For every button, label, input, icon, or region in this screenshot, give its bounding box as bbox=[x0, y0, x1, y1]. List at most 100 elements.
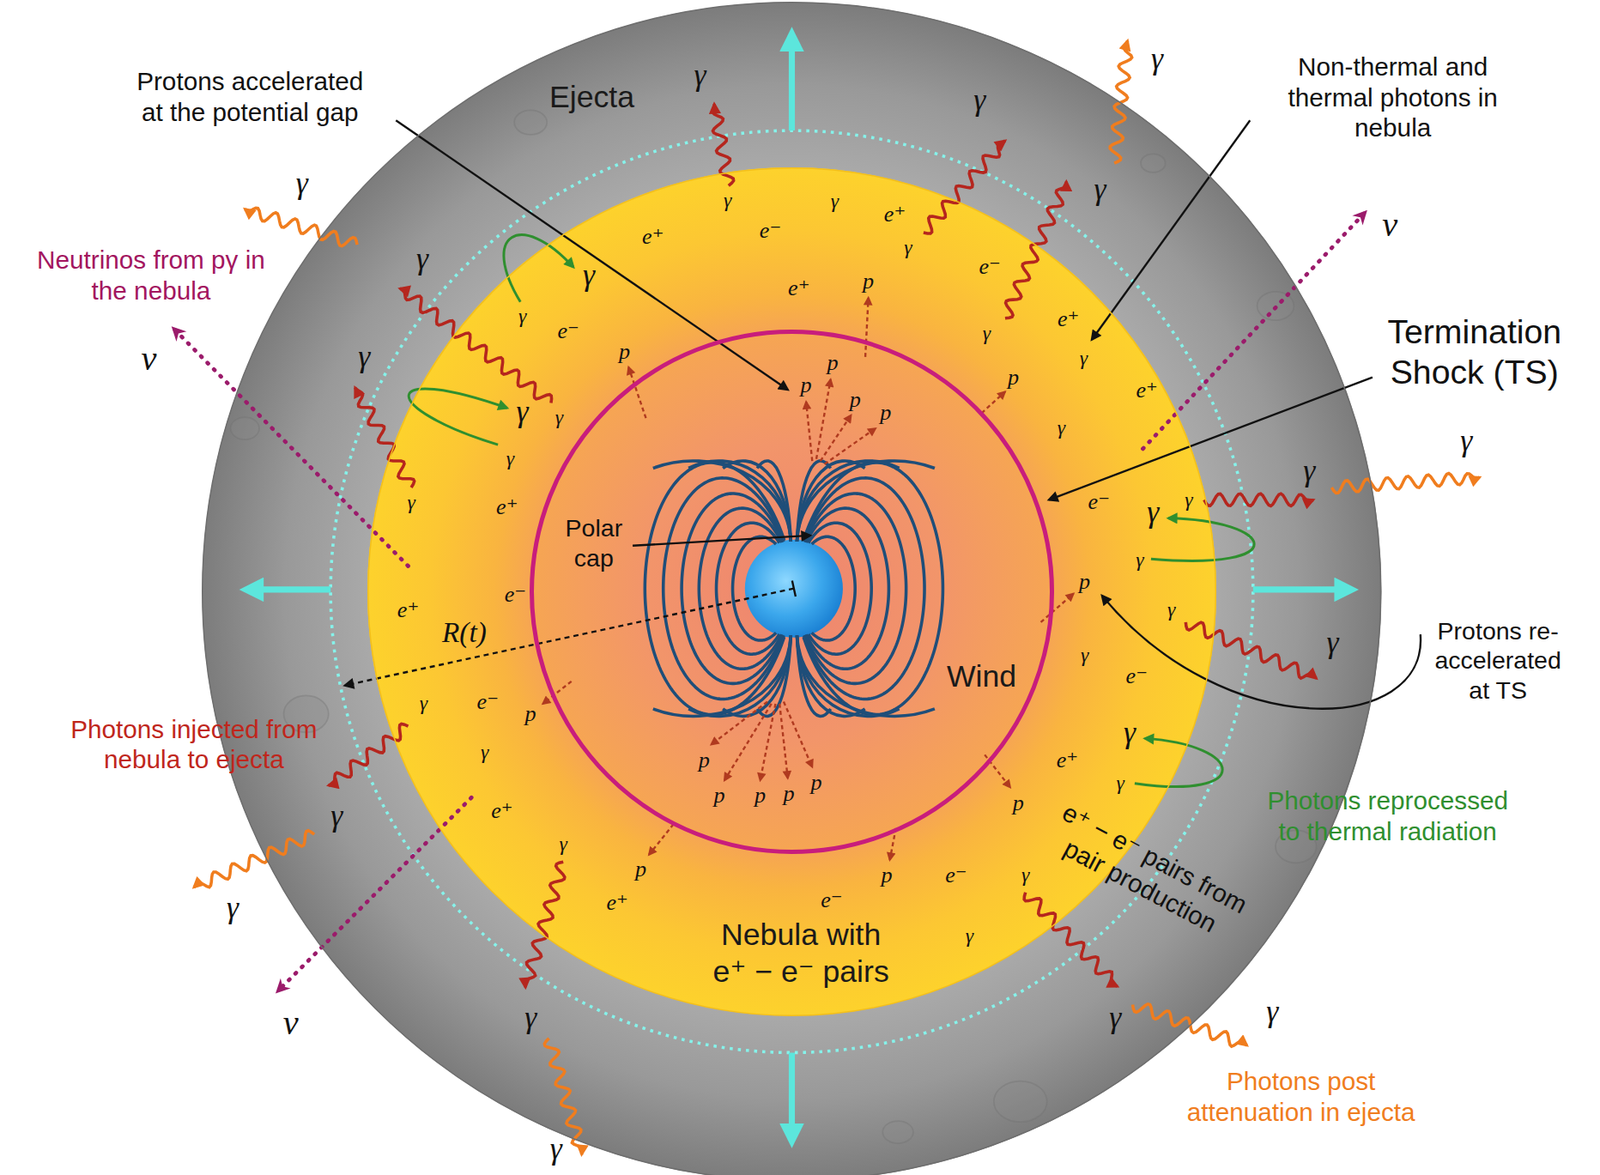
proton-track bbox=[865, 297, 869, 358]
label-anchor: p bbox=[880, 864, 892, 887]
label-anchor: γ bbox=[1146, 496, 1159, 528]
label-anchor: e⁻ bbox=[1088, 490, 1110, 514]
label-anchor: e⁺ bbox=[642, 225, 664, 249]
positron-symbol: e⁺ bbox=[1135, 379, 1158, 402]
photon-symbol: γ bbox=[982, 323, 991, 345]
label-anchor: p bbox=[635, 858, 647, 881]
termination-shock: Wind bbox=[529, 329, 1055, 855]
electron-symbol: e⁻ bbox=[978, 255, 1000, 279]
label-anchor: γ bbox=[1303, 455, 1316, 487]
ejecta-region: EjectaNebula with e⁺ − e⁻ pairsWind bbox=[201, 1, 1382, 1175]
field-line bbox=[796, 460, 831, 542]
label-anchor: γ bbox=[506, 448, 515, 470]
neutron-star bbox=[745, 539, 843, 638]
label-anchor: e⁻ bbox=[557, 320, 579, 343]
proton-track bbox=[648, 824, 674, 855]
label-anchor: γ bbox=[518, 306, 527, 328]
label-anchor: p bbox=[879, 401, 891, 425]
expansion-arrows bbox=[248, 36, 1350, 1139]
electron-symbol: e⁻ bbox=[820, 888, 843, 911]
label-anchor: γ bbox=[582, 260, 595, 291]
nebula-disc bbox=[367, 167, 1217, 1017]
label-anchor: p bbox=[1012, 791, 1025, 814]
label-anchor: ν bbox=[283, 1006, 299, 1041]
proton-symbol: p bbox=[714, 784, 726, 807]
label-anchor: Nebula with e⁺ − e⁻ pairs bbox=[705, 917, 897, 992]
injected-photon bbox=[1204, 493, 1314, 506]
neutrino-tracks bbox=[173, 212, 1365, 992]
label-anchor: e⁻ bbox=[477, 690, 499, 714]
reprocessing-arrow bbox=[408, 388, 508, 445]
region-border bbox=[202, 2, 1382, 1175]
photon-symbol: γ bbox=[723, 190, 732, 212]
photon-symbol: γ bbox=[357, 341, 370, 373]
label-anchor: e⁺ bbox=[1057, 308, 1079, 331]
field-line bbox=[644, 462, 784, 716]
label-anchor: ν bbox=[141, 341, 158, 376]
photon-symbol: γ bbox=[1151, 43, 1164, 75]
injected-photon bbox=[923, 140, 1006, 234]
field-line bbox=[688, 460, 791, 542]
label-anchor: Photons post attenuation in ejecta bbox=[1177, 1066, 1425, 1128]
label-anchor: Protons re-accelerated at TS bbox=[1428, 616, 1568, 705]
field-line bbox=[681, 493, 783, 684]
photon-symbol: γ bbox=[518, 306, 527, 328]
photon-symbol: γ bbox=[1135, 550, 1144, 571]
proton-symbol: p bbox=[698, 749, 710, 772]
label-anchor: Neutrinos from pγ in the nebula bbox=[27, 244, 275, 306]
label-anchor: p bbox=[698, 749, 710, 772]
field-line bbox=[804, 478, 925, 700]
field-line bbox=[653, 460, 791, 542]
photon-symbol: γ bbox=[555, 408, 564, 430]
field-line bbox=[716, 522, 780, 655]
label-anchor: γ bbox=[480, 742, 489, 764]
field-line bbox=[796, 460, 899, 542]
neutrino-symbol: ν bbox=[283, 1006, 299, 1041]
proton-track bbox=[628, 367, 646, 419]
region-outline bbox=[201, 1, 1382, 1175]
label-anchor: Polar cap bbox=[558, 513, 630, 572]
label-anchor: e⁺ bbox=[496, 496, 518, 519]
label-anchor: R(t) bbox=[442, 615, 487, 650]
photon-symbol: γ bbox=[516, 396, 529, 428]
photon-symbol: γ bbox=[416, 243, 429, 275]
label-anchor: γ bbox=[973, 84, 986, 116]
electron-symbol: e⁻ bbox=[759, 219, 782, 243]
field-line bbox=[796, 635, 899, 716]
label-anchor: γ bbox=[1109, 1003, 1122, 1035]
proton-symbol: p bbox=[849, 388, 861, 412]
field-line bbox=[812, 536, 856, 641]
photon-symbol: γ bbox=[1460, 425, 1473, 457]
magnetic-field bbox=[644, 460, 943, 716]
leader-lines bbox=[395, 120, 1421, 709]
positron-symbol: e⁺ bbox=[884, 203, 906, 226]
label-anchor: γ bbox=[357, 341, 370, 373]
label-anchor: e⁺ bbox=[606, 891, 629, 915]
label-anchor: p bbox=[826, 351, 838, 375]
callout-label: Termination Shock (TS) bbox=[1375, 311, 1575, 393]
callout-label: Photons post attenuation in ejecta bbox=[1177, 1066, 1425, 1128]
label-anchor: p bbox=[810, 771, 822, 794]
reprocessing-arrow bbox=[1151, 518, 1255, 562]
positron-symbol: e⁺ bbox=[606, 891, 629, 915]
injected-photon bbox=[525, 861, 565, 988]
label-anchor: γ bbox=[965, 926, 974, 947]
photon-symbol: γ bbox=[965, 926, 974, 947]
electron-symbol: e⁻ bbox=[557, 320, 579, 343]
label-anchor: γ bbox=[1123, 717, 1136, 749]
photon-symbol: γ bbox=[1146, 496, 1159, 528]
proton-symbol: p bbox=[800, 374, 813, 397]
proton-track bbox=[779, 703, 788, 779]
label-anchor: γ bbox=[1080, 645, 1089, 667]
label-anchor: p bbox=[849, 388, 861, 412]
photon-symbol: γ bbox=[1266, 996, 1279, 1028]
label-anchor: e⁻ bbox=[1126, 665, 1148, 688]
label-anchor: p bbox=[618, 340, 631, 364]
neutrino-symbol: ν bbox=[141, 341, 158, 376]
label-anchor: ν bbox=[1381, 206, 1398, 242]
injected-photon bbox=[1024, 892, 1118, 987]
label-anchor: γ bbox=[830, 191, 839, 213]
field-line bbox=[806, 508, 889, 669]
label-anchor: p bbox=[1007, 366, 1019, 389]
